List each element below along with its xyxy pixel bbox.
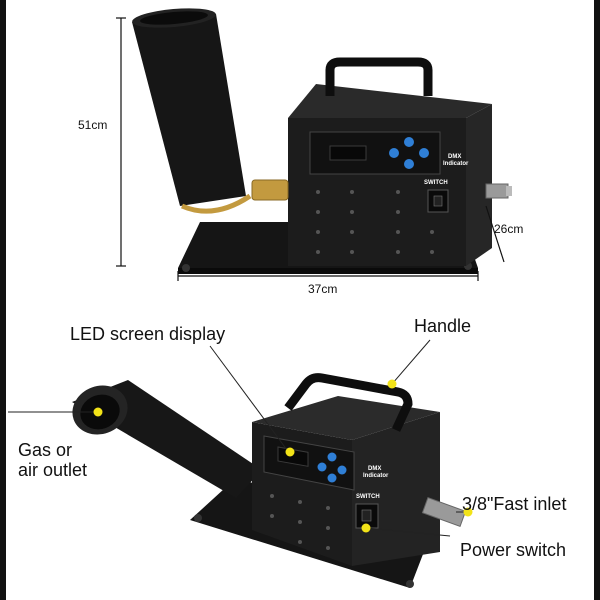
- depth-label: 26cm: [494, 222, 524, 236]
- bottom-button-up[interactable]: [327, 452, 337, 462]
- bottom-button-right[interactable]: [337, 465, 347, 475]
- bottom-dmx-label-2: Indicator: [363, 473, 389, 479]
- marker-led-screen: [285, 447, 295, 457]
- bottom-product-view: DMX Indicator SWITCH: [8, 339, 473, 588]
- bottom-button-down[interactable]: [327, 473, 337, 483]
- top-tube: [132, 14, 246, 206]
- led-callout-line: [209, 345, 291, 455]
- marker-fast-inlet: [463, 507, 473, 517]
- height-label: 51cm: [78, 118, 108, 132]
- top-inlet-fitting: [485, 183, 509, 199]
- power-switch-label: Power switch: [460, 540, 567, 560]
- bottom-handle: [284, 373, 413, 432]
- marker-gas-outlet: [93, 407, 103, 417]
- bottom-inlet-fitting: [421, 497, 467, 527]
- marker-handle: [387, 379, 397, 389]
- marker-power-switch: [361, 523, 371, 533]
- top-button-up[interactable]: [404, 137, 414, 147]
- fast-inlet-label: 3/8"Fast inlet: [462, 494, 567, 514]
- switch-callout-line: [365, 527, 451, 537]
- top-product-view: DMX Indicator SWITCH: [116, 8, 512, 281]
- left-frame-edge: [0, 0, 6, 600]
- top-button-right[interactable]: [419, 148, 429, 158]
- gas-outlet-label-line1: Gas or: [18, 440, 73, 460]
- top-button-left[interactable]: [389, 148, 399, 158]
- top-brass-clamp: [180, 193, 252, 214]
- top-switch-label: SWITCH: [424, 180, 448, 186]
- top-led-screen: [329, 145, 367, 161]
- top-brass-connector: [251, 179, 289, 201]
- led-screen-display-label: LED screen display: [70, 324, 226, 344]
- depth-dimension-line: [485, 205, 505, 263]
- bottom-button-left[interactable]: [317, 462, 327, 472]
- top-dmx-label-1: DMX: [448, 154, 461, 160]
- right-frame-edge: [594, 0, 600, 600]
- width-label: 37cm: [308, 282, 338, 296]
- handle-label: Handle: [414, 316, 472, 336]
- top-dmx-label-2: Indicator: [443, 161, 469, 167]
- top-handle: [325, 57, 433, 96]
- bottom-switch-label: SWITCH: [356, 494, 380, 500]
- gas-outlet-label-line2: air outlet: [18, 460, 88, 480]
- bottom-dmx-label-1: DMX: [368, 466, 381, 472]
- top-button-down[interactable]: [404, 159, 414, 169]
- handle-callout-line: [391, 339, 431, 385]
